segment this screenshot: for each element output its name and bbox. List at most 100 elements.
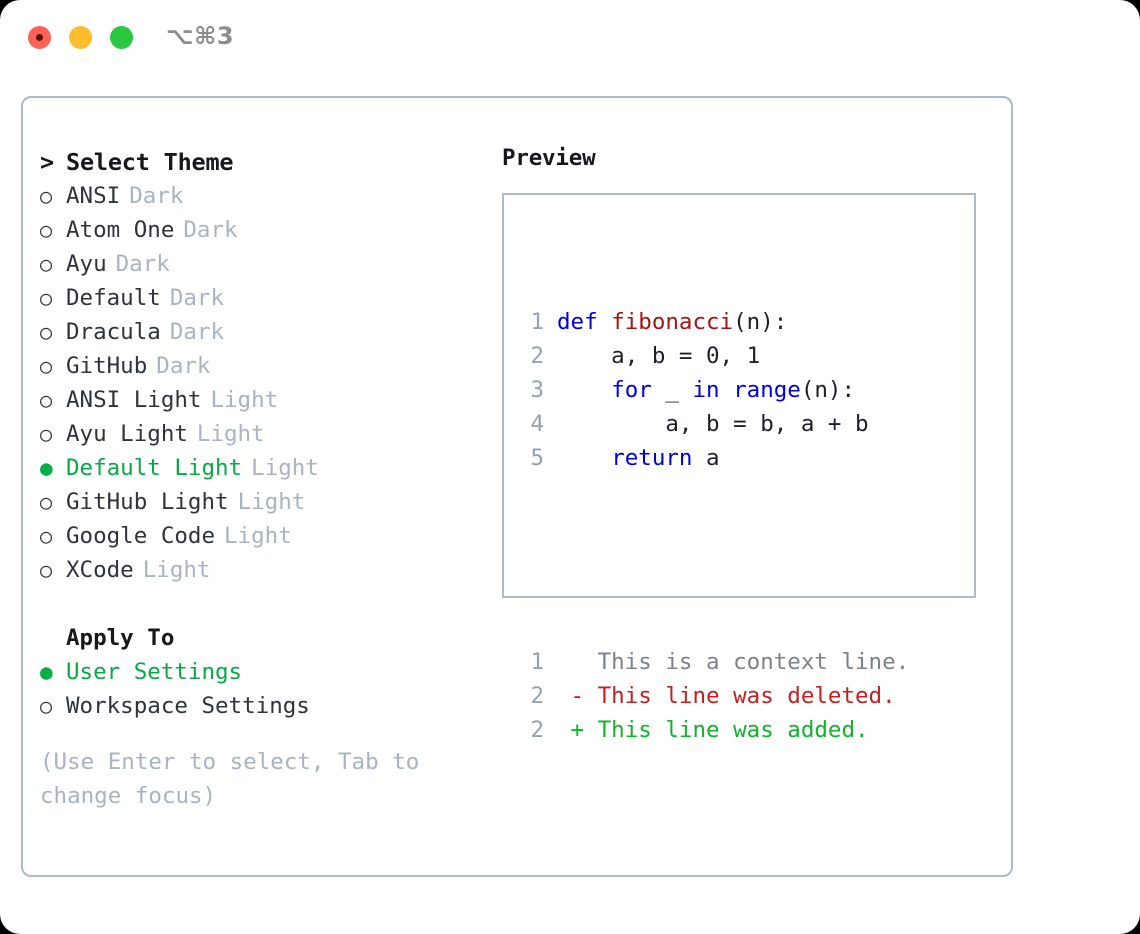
code-token: in xyxy=(692,377,720,403)
radio-unselected-icon[interactable]: ○ xyxy=(40,524,53,548)
radio-unselected-icon[interactable]: ○ xyxy=(40,218,53,242)
code-token: fibonacci xyxy=(611,309,734,335)
code-line-text: def fibonacci(n): xyxy=(557,305,787,339)
radio-unselected-icon[interactable]: ○ xyxy=(40,252,53,276)
code-token: - This line was deleted. xyxy=(557,683,896,709)
theme-name: Default Light xyxy=(66,455,243,481)
diff-line: 1 This is a context line. xyxy=(516,645,909,679)
code-line-text: + This line was added. xyxy=(557,713,869,747)
line-number: 1 xyxy=(530,649,544,675)
radio-unselected-icon[interactable]: ○ xyxy=(40,286,53,310)
code-token: def xyxy=(557,309,612,335)
code-token xyxy=(557,445,611,471)
code-line-text: - This line was deleted. xyxy=(557,679,896,713)
theme-name: XCode xyxy=(66,557,134,583)
radio-unselected-icon[interactable]: ○ xyxy=(40,558,53,582)
theme-variant-tag: Dark xyxy=(169,285,225,311)
code-token xyxy=(557,377,611,403)
theme-name: ANSI xyxy=(66,183,121,209)
radio-unselected-icon[interactable]: ○ xyxy=(40,694,53,718)
theme-list-item[interactable]: ○ XCode Light xyxy=(40,553,480,587)
code-token: + This line was added. xyxy=(557,717,869,743)
theme-name: GitHub xyxy=(66,353,148,379)
title-bar: ⌥⌘3 xyxy=(0,0,1140,80)
theme-variant-tag: Light xyxy=(196,421,265,447)
maximize-button-icon[interactable] xyxy=(110,26,133,49)
theme-list-item[interactable]: ○ ANSI Dark xyxy=(40,179,480,213)
theme-list-item[interactable]: ○ ANSI Light Light xyxy=(40,383,480,417)
radio-selected-icon[interactable]: ● xyxy=(40,455,53,480)
theme-variant-tag: Dark xyxy=(183,217,238,243)
radio-unselected-icon[interactable]: ○ xyxy=(40,388,53,412)
apply-to-option-label: User Settings xyxy=(66,659,243,685)
apply-to-heading: Apply To xyxy=(40,621,480,655)
preview-title: Preview xyxy=(502,145,596,171)
theme-name: Ayu Light xyxy=(66,421,188,447)
line-number: 4 xyxy=(530,411,544,437)
line-number: 2 xyxy=(530,343,544,369)
radio-selected-icon[interactable]: ● xyxy=(40,659,53,684)
apply-to-option-label: Workspace Settings xyxy=(66,693,310,719)
code-line-text: for _ in range(n): xyxy=(557,373,855,407)
code-token: range xyxy=(733,377,801,403)
code-token: a, b = 0, 1 xyxy=(557,343,761,369)
theme-name: Atom One xyxy=(66,217,175,243)
keyboard-hint: (Use Enter to select, Tab to change focu… xyxy=(40,749,433,809)
code-token: (n): xyxy=(800,377,856,403)
theme-list-item[interactable]: ○ Ayu Light Light xyxy=(40,417,480,451)
keyboard-shortcut-label: ⌥⌘3 xyxy=(166,22,235,50)
code-line-text: a, b = 0, 1 xyxy=(557,339,760,373)
close-button-icon[interactable] xyxy=(28,26,51,49)
theme-list-item[interactable]: ○ Google Code Light xyxy=(40,519,480,553)
line-number: 2 xyxy=(530,717,544,743)
theme-name: Google Code xyxy=(66,523,216,549)
select-theme-heading: > Select Theme xyxy=(40,145,480,179)
theme-list-item[interactable]: ● Default Light Light xyxy=(40,451,480,485)
theme-list-item[interactable]: ○ Dracula Dark xyxy=(40,315,480,349)
theme-variant-tag: Dark xyxy=(169,319,225,345)
theme-list-item[interactable]: ○ Atom One Dark xyxy=(40,213,480,247)
apply-to-option[interactable]: ● User Settings xyxy=(40,655,480,689)
radio-unselected-icon[interactable]: ○ xyxy=(40,490,53,514)
theme-variant-tag: Light xyxy=(224,523,292,549)
code-line-text: This is a context line. xyxy=(557,645,910,679)
theme-list-item[interactable]: ○ GitHub Light Light xyxy=(40,485,480,519)
theme-name: ANSI Light xyxy=(66,387,202,413)
theme-variant-tag: Light xyxy=(251,455,319,481)
code-token: a xyxy=(692,445,720,471)
theme-name: Dracula xyxy=(66,319,161,345)
code-line-text: return a xyxy=(557,441,720,475)
theme-variant-tag: Dark xyxy=(156,353,211,379)
code-token: _ xyxy=(651,377,693,403)
radio-unselected-icon[interactable]: ○ xyxy=(40,320,53,344)
theme-variant-tag: Dark xyxy=(129,183,184,209)
code-token: (n): xyxy=(733,309,788,335)
code-token xyxy=(720,377,734,403)
theme-list-item[interactable]: ○ GitHub Dark xyxy=(40,349,480,383)
radio-unselected-icon[interactable]: ○ xyxy=(40,354,53,378)
theme-variant-tag: Light xyxy=(237,489,306,515)
line-number: 1 xyxy=(530,309,544,335)
line-number: 5 xyxy=(530,445,544,471)
line-number: 2 xyxy=(530,683,544,709)
theme-name: GitHub Light xyxy=(66,489,229,515)
diff-line: 2 + This line was added. xyxy=(516,713,909,747)
code-line-text: a, b = b, a + b xyxy=(557,407,868,441)
minimize-button-icon[interactable] xyxy=(69,26,92,49)
spacer xyxy=(40,587,480,621)
radio-unselected-icon[interactable]: ○ xyxy=(40,184,53,208)
radio-unselected-icon[interactable]: ○ xyxy=(40,422,53,446)
apply-to-option[interactable]: ○ Workspace Settings xyxy=(40,689,480,723)
caret-icon: > xyxy=(40,148,54,176)
theme-variant-tag: Light xyxy=(210,387,279,413)
diff-sample: 1 This is a context line. 2 - This line w… xyxy=(516,645,909,747)
code-line: 2 a, b = 0, 1 xyxy=(516,339,909,373)
theme-variant-tag: Dark xyxy=(115,251,170,277)
theme-variant-tag: Light xyxy=(142,557,211,583)
